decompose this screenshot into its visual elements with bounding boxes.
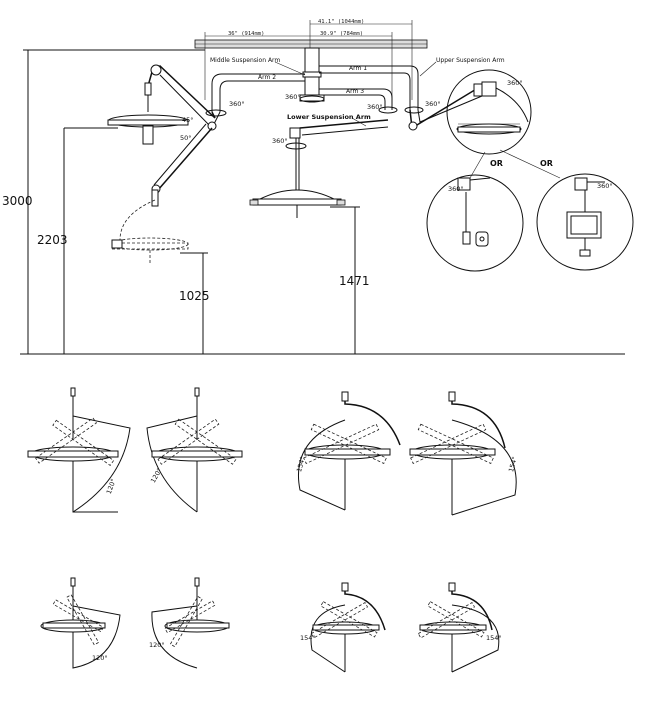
dim-3000-label: 3000 [2,194,33,208]
detail-circle-monitor: 360° [536,173,634,271]
span-41-label: 41.1" (1044mm) [318,19,364,25]
rot-label-6: 360° [507,79,523,87]
rot-label-2: 360° [285,93,301,101]
dim-1025: 1025 [179,252,210,354]
or-label-2: OR [540,159,553,168]
angle-154-d: 154° [486,634,502,642]
arm-1: Arm 1 [319,65,419,110]
left-lower-lamp [111,199,189,264]
angle-154-a: 154° [295,456,307,473]
angle-120-d: 120° [149,641,165,649]
angle-50-label: 50° [180,134,192,142]
arm-2: Arm 2 [211,73,305,112]
rot-label-7: 360° [448,185,464,193]
rot-label-4: 360° [425,100,441,108]
or-connectors: OR OR [469,149,561,179]
angle-45-label: 45° [182,116,194,124]
or-label-1: OR [490,159,503,168]
arm-labels: Middle Suspension Arm Upper Suspension A… [210,57,505,127]
angle-154-b: 154° [507,456,519,473]
angle-154-c: 154° [300,634,316,642]
position-diagram-3: 154° [295,391,401,511]
angle-120-c: 120° [92,654,108,662]
angle-120-b: 120° [149,467,164,485]
lower-arm-label: Lower Suspension Arm [287,113,371,121]
dim-2203-label: 2203 [37,233,68,247]
rot-label-1: 360° [229,100,245,108]
rot-label-3: 360° [367,103,383,111]
upper-arm-label: Upper Suspension Arm [436,57,505,64]
position-diagram-1: 120° [27,387,131,513]
center-lamp [249,189,346,218]
dim-3000: 3000 [2,49,33,355]
left-lower-arm [151,123,213,207]
angle-120-a: 120° [105,478,118,495]
arm1-label: Arm 1 [349,65,367,72]
dim-1025-label: 1025 [179,289,210,303]
dim-2203: 2203 [37,127,118,354]
arm3-label: Arm 3 [346,88,364,95]
position-diagram-6: 120° [149,577,230,669]
detail-circle-top: 360° [446,69,532,155]
position-diagram-7: 154° [300,582,386,673]
position-diagram-8: 154° [417,582,502,673]
dim-1471-label: 1471 [339,274,370,288]
arm-3: Arm 3 [319,88,393,110]
rot-label-5: 360° [272,137,288,145]
dim-1471: 1471 [330,206,370,354]
position-diagram-4: 154° [409,391,519,516]
position-diagram-2: 120° [146,387,243,513]
central-column [299,47,325,102]
span-30-label: 30.9" (784mm) [320,31,363,37]
position-diagram-5: 120° [40,577,121,669]
arm2-label: Arm 2 [258,74,276,81]
rot-label-8: 360° [597,182,613,190]
middle-arm-label: Middle Suspension Arm [210,57,280,64]
detail-circle-handle: 360° [426,174,524,272]
span-36-label: 36" (914mm) [228,31,264,37]
left-upper-lamp: 45° 50° [107,95,194,145]
left-spring-arm [144,64,221,131]
span-dims: 41.1" (1044mm) 36" (914mm) 30.9" (784mm) [204,19,413,100]
center-lamp-arm [289,119,389,190]
